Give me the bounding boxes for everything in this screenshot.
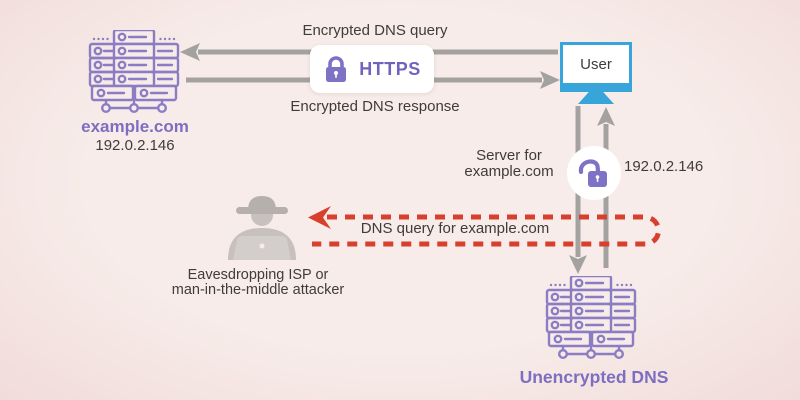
intercepted-query-label: DNS query for example.com <box>360 220 550 237</box>
example-server-label: example.com <box>81 117 189 136</box>
dns-server-icon <box>545 276 637 359</box>
user-monitor-icon: User <box>560 42 632 86</box>
example-server-icon <box>88 30 180 113</box>
https-badge: HTTPS <box>310 45 434 93</box>
dns-lookup-label-line2: example.com <box>464 163 554 180</box>
attacker-label-line1: Eavesdropping ISP or <box>187 267 329 283</box>
user-label: User <box>580 55 612 73</box>
attacker-label-line2: man-in-the-middle attacker <box>171 282 345 298</box>
unlock-badge <box>567 146 621 200</box>
dns-server-label: Unencrypted DNS <box>519 367 669 387</box>
lock-icon <box>326 56 347 82</box>
user-monitor-bar <box>560 84 632 92</box>
attacker-label: Eavesdropping ISP or man-in-the-middle a… <box>140 268 376 298</box>
dns-lookup-label: Server for example.com <box>454 148 564 180</box>
server-rack-graphic <box>88 30 180 113</box>
example-server-ip: 192.0.2.146 <box>95 137 175 154</box>
https-label: HTTPS <box>359 58 421 79</box>
user-monitor-stand <box>578 92 614 104</box>
encrypted-response-label: Encrypted DNS response <box>290 98 460 115</box>
encrypted-query-label: Encrypted DNS query <box>302 22 448 39</box>
attacker-icon <box>228 196 296 260</box>
server-rack-graphic <box>545 276 637 359</box>
unlock-icon <box>578 159 607 187</box>
dns-lookup-ip: 192.0.2.146 <box>624 158 704 175</box>
dns-lookup-label-line1: Server for <box>476 147 542 164</box>
